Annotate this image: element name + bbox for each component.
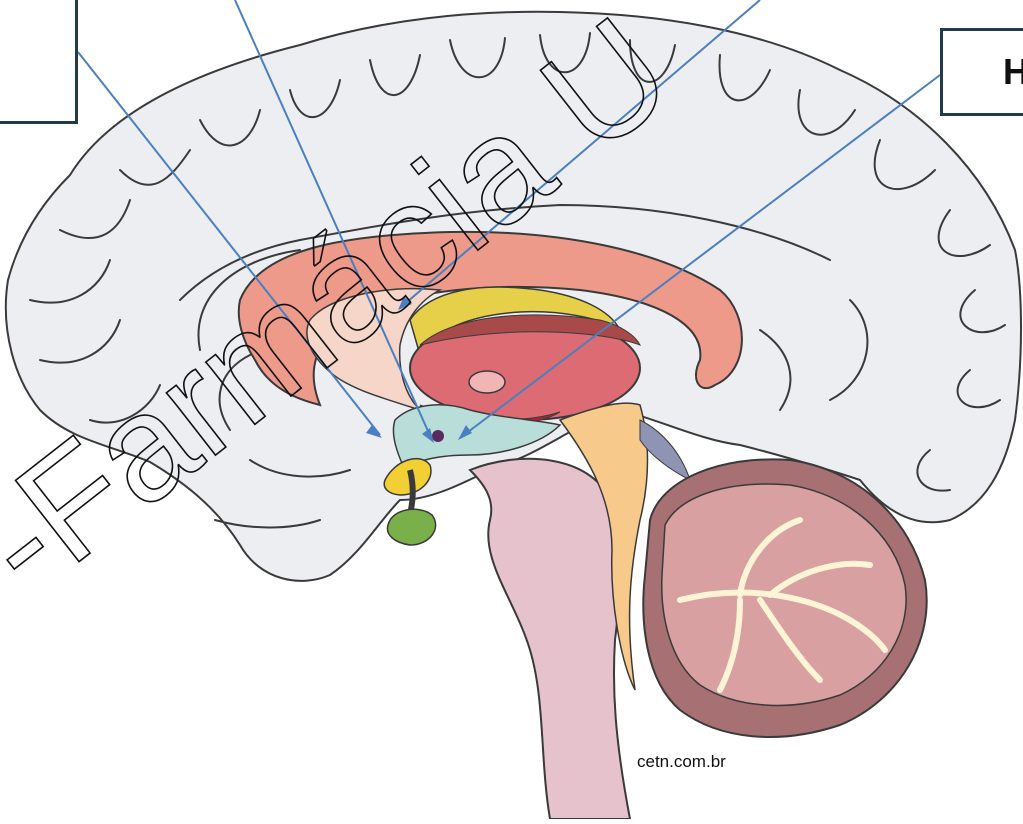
interthalamic-adhesion [469,371,505,393]
pituitary-stalk [410,470,413,515]
hypothalamic-nucleus [432,430,444,442]
pituitary-gland [387,509,435,545]
label-box-left [0,0,78,124]
brainstem [470,459,630,819]
label-right-text: H [1003,51,1023,93]
label-box-right: H [940,28,1023,116]
source-credit: cetn.com.br [637,752,726,772]
